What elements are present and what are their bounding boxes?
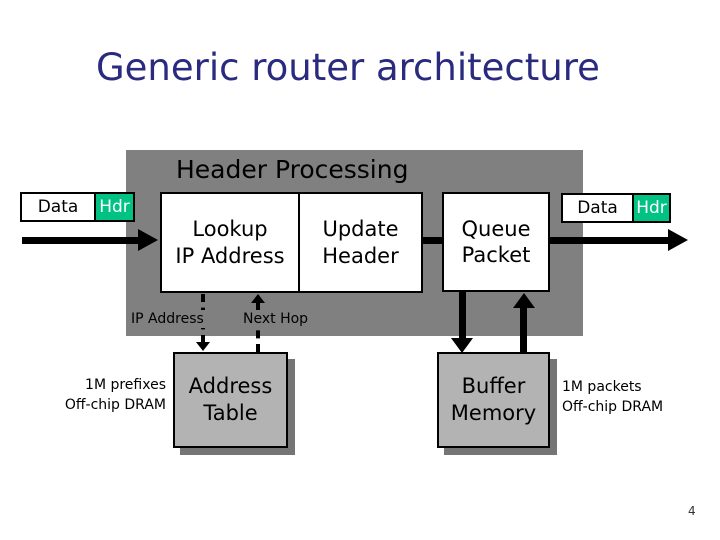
buffer-memory-note: 1M packets Off-chip DRAM [562, 378, 663, 417]
address-table-line1: Address [188, 373, 273, 398]
packet-left-data-cell: Data [20, 192, 96, 222]
packet-right-data-cell: Data [561, 193, 634, 223]
ingress-arrow-shaft [22, 237, 140, 244]
buffer-memory-note-line1: 1M packets [562, 379, 642, 395]
ip-address-label: IP Address [128, 310, 207, 328]
page-title: Generic router architecture [96, 46, 600, 89]
lookup-ip-address-box: Lookup IP Address [160, 192, 300, 293]
packet-left-hdr-cell: Hdr [96, 192, 135, 222]
queue-packet-box: Queue Packet [442, 192, 550, 292]
buffer-memory-line1: Buffer [461, 373, 526, 398]
address-table-note-line2: Off-chip DRAM [64, 396, 166, 413]
packet-right: Data Hdr [561, 193, 671, 223]
next-hop-label: Next Hop [240, 310, 312, 328]
queue-box-line2: Packet [461, 243, 531, 267]
table-to-lookup-arrow-head-icon [251, 294, 265, 303]
update-box-line2: Header [322, 243, 399, 268]
buffer-memory-box: Buffer Memory [437, 352, 550, 448]
ingress-arrow-head-icon [138, 229, 158, 251]
update-to-queue-connector [421, 237, 444, 244]
egress-arrow-shaft [548, 237, 668, 244]
packet-right-hdr-cell: Hdr [634, 193, 671, 223]
page-number: 4 [688, 504, 696, 518]
address-table-line2: Table [203, 401, 258, 425]
queue-to-buffer-arrow-shaft [459, 292, 466, 338]
update-box-line1: Update [322, 217, 399, 242]
lookup-to-table-arrow-head-icon [196, 342, 210, 351]
address-table-note: 1M prefixes Off-chip DRAM [28, 376, 166, 415]
queue-to-buffer-arrow-head-icon [451, 338, 473, 353]
egress-arrow-head-icon [668, 229, 688, 251]
address-table-note-line1: 1M prefixes [85, 377, 166, 393]
buffer-memory-line2: Memory [450, 401, 537, 425]
packet-left: Data Hdr [20, 192, 135, 222]
header-processing-label: Header Processing [176, 155, 409, 184]
lookup-box-line1: Lookup [192, 217, 268, 242]
buffer-to-queue-arrow-head-icon [513, 293, 535, 308]
buffer-memory-note-line2: Off-chip DRAM [562, 398, 664, 415]
address-table-box: Address Table [173, 352, 288, 448]
queue-box-line1: Queue [461, 216, 531, 241]
lookup-box-line2: IP Address [175, 243, 285, 268]
buffer-to-queue-arrow-shaft [520, 308, 527, 352]
update-header-box: Update Header [298, 192, 423, 293]
